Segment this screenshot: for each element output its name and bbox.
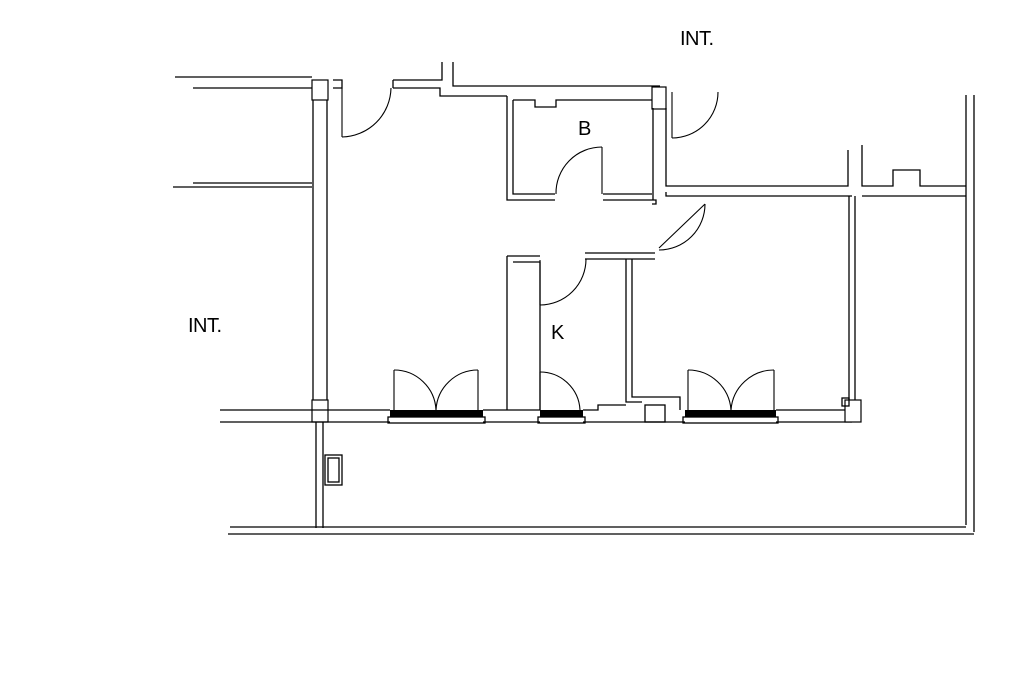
column-east: [844, 399, 862, 423]
west-partition-wall: [311, 79, 343, 423]
column-north: [651, 86, 667, 110]
lower-exterior: [228, 422, 974, 535]
left-wall-stubs: [173, 76, 312, 188]
storefront-glazing-2: [540, 410, 583, 417]
north-wall: [392, 62, 667, 201]
column-top-left: [311, 79, 329, 101]
label-int-left: INT.: [188, 315, 222, 337]
east-room-walls: [625, 95, 975, 532]
column-bottom-left: [311, 399, 329, 423]
label-room-b: B: [578, 118, 591, 140]
north-doors: [341, 87, 719, 195]
storefront-glazing-1: [390, 410, 483, 417]
storefront-doors: [393, 369, 775, 411]
label-int-top: INT.: [680, 28, 714, 50]
label-room-k: K: [551, 322, 564, 344]
storefront-glazing-3: [685, 410, 776, 417]
kitchen-door: [539, 258, 587, 306]
south-facade: [220, 397, 862, 424]
central-partitions: [506, 108, 852, 410]
